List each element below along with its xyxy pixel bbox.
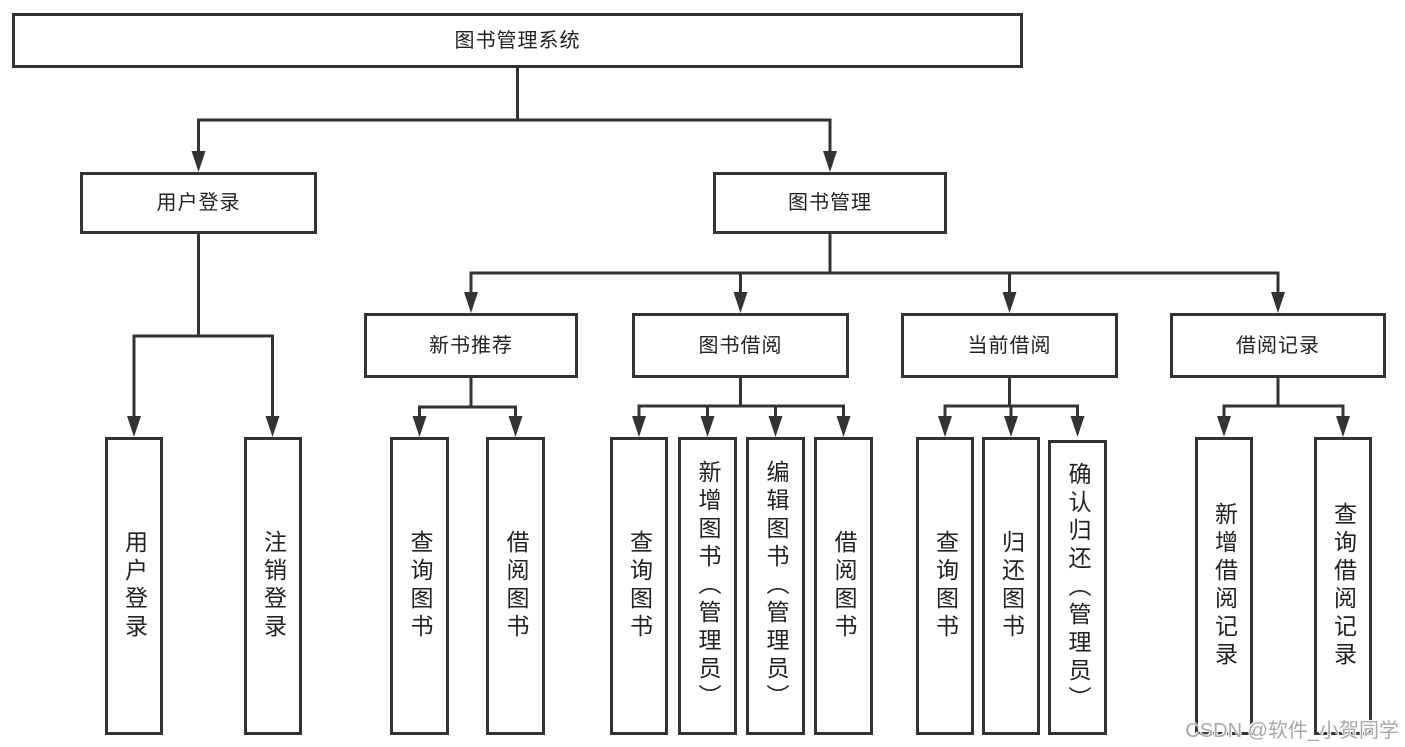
arrowhead	[1336, 416, 1350, 437]
node-label: 用户登录	[156, 192, 241, 214]
leaf-edit-book-admin: 编辑图书（管理员）	[746, 437, 805, 735]
node-label: 图书管理系统	[454, 29, 581, 52]
node-label: 查询图书	[626, 530, 653, 642]
node-borrow-records: 借阅记录	[1170, 313, 1386, 378]
csdn-watermark: CSDN @软件_小贺同学	[1185, 720, 1399, 742]
arrowhead	[836, 416, 851, 437]
leaf-query-books-borrow: 查询图书	[610, 437, 668, 735]
node-label: 借阅图书	[831, 530, 857, 642]
arrowhead	[1217, 416, 1231, 437]
node-library-management-system: 图书管理系统	[12, 13, 1023, 68]
node-label: 编辑图书（管理员）	[763, 460, 789, 712]
leaf-logout: 注销登录	[244, 437, 302, 735]
arrowhead	[733, 292, 748, 313]
arrowhead	[191, 151, 206, 172]
node-label: 查询借阅记录	[1330, 502, 1357, 670]
arrowhead	[768, 416, 783, 437]
arrowhead	[127, 416, 141, 437]
node-label: 归还图书	[998, 530, 1025, 642]
leaf-query-books-current: 查询图书	[916, 437, 974, 735]
arrowhead	[938, 416, 952, 437]
arrowheads	[127, 151, 1350, 437]
leaf-borrow-books-borrow: 借阅图书	[814, 437, 873, 735]
leaf-return-book: 归还图书	[982, 437, 1040, 735]
leaf-user-login: 用户登录	[105, 437, 163, 735]
leaf-query-books-recommend: 查询图书	[390, 437, 449, 735]
node-label: 用户登录	[121, 530, 148, 642]
node-new-book-recommend: 新书推荐	[364, 313, 578, 378]
leaf-confirm-return-admin: 确认归还（管理员）	[1048, 440, 1107, 735]
node-label: 查询图书	[932, 530, 959, 642]
node-user-login: 用户登录	[80, 172, 317, 234]
node-label: 注销登录	[260, 530, 287, 642]
arrowhead	[464, 292, 478, 313]
leaf-add-borrow-record: 新增借阅记录	[1195, 437, 1253, 735]
arrowhead	[1002, 292, 1017, 313]
node-label: 新增借阅记录	[1211, 502, 1238, 670]
arrowhead	[265, 416, 280, 437]
edge-root-to-level2	[197, 68, 832, 162]
leaf-borrow-books-recommend: 借阅图书	[486, 437, 545, 735]
node-label: 新增图书（管理员）	[695, 460, 721, 712]
arrowhead	[412, 416, 427, 437]
arrowhead	[823, 151, 837, 172]
node-book-borrow: 图书借阅	[632, 313, 849, 378]
edge-new-book-fork	[418, 378, 517, 427]
node-label: 借阅记录	[1236, 334, 1320, 357]
edge-book-borrow-fork	[637, 378, 845, 427]
arrowhead	[700, 416, 715, 437]
node-label: 借阅图书	[503, 530, 529, 642]
arrowhead	[508, 416, 523, 437]
arrowhead	[1271, 292, 1285, 313]
node-label: 查询图书	[407, 530, 433, 642]
node-book-management: 图书管理	[713, 172, 947, 234]
node-label: 新书推荐	[429, 334, 513, 357]
node-label: 当前借阅	[967, 334, 1052, 357]
node-label: 确认归还（管理员）	[1065, 461, 1091, 714]
edge-user-login-fork	[132, 234, 274, 427]
leaf-add-book-admin: 新增图书（管理员）	[678, 437, 737, 735]
arrowhead	[632, 416, 646, 437]
edge-borrow-records-fork	[1222, 378, 1345, 427]
arrowhead	[1004, 416, 1018, 437]
edge-book-management-fork	[469, 234, 1280, 302]
node-current-borrow: 当前借阅	[901, 313, 1118, 378]
arrowhead	[1070, 416, 1085, 437]
node-label: 图书管理	[788, 192, 872, 214]
node-label: 图书借阅	[698, 334, 783, 357]
leaf-query-borrow-record: 查询借阅记录	[1314, 437, 1372, 735]
